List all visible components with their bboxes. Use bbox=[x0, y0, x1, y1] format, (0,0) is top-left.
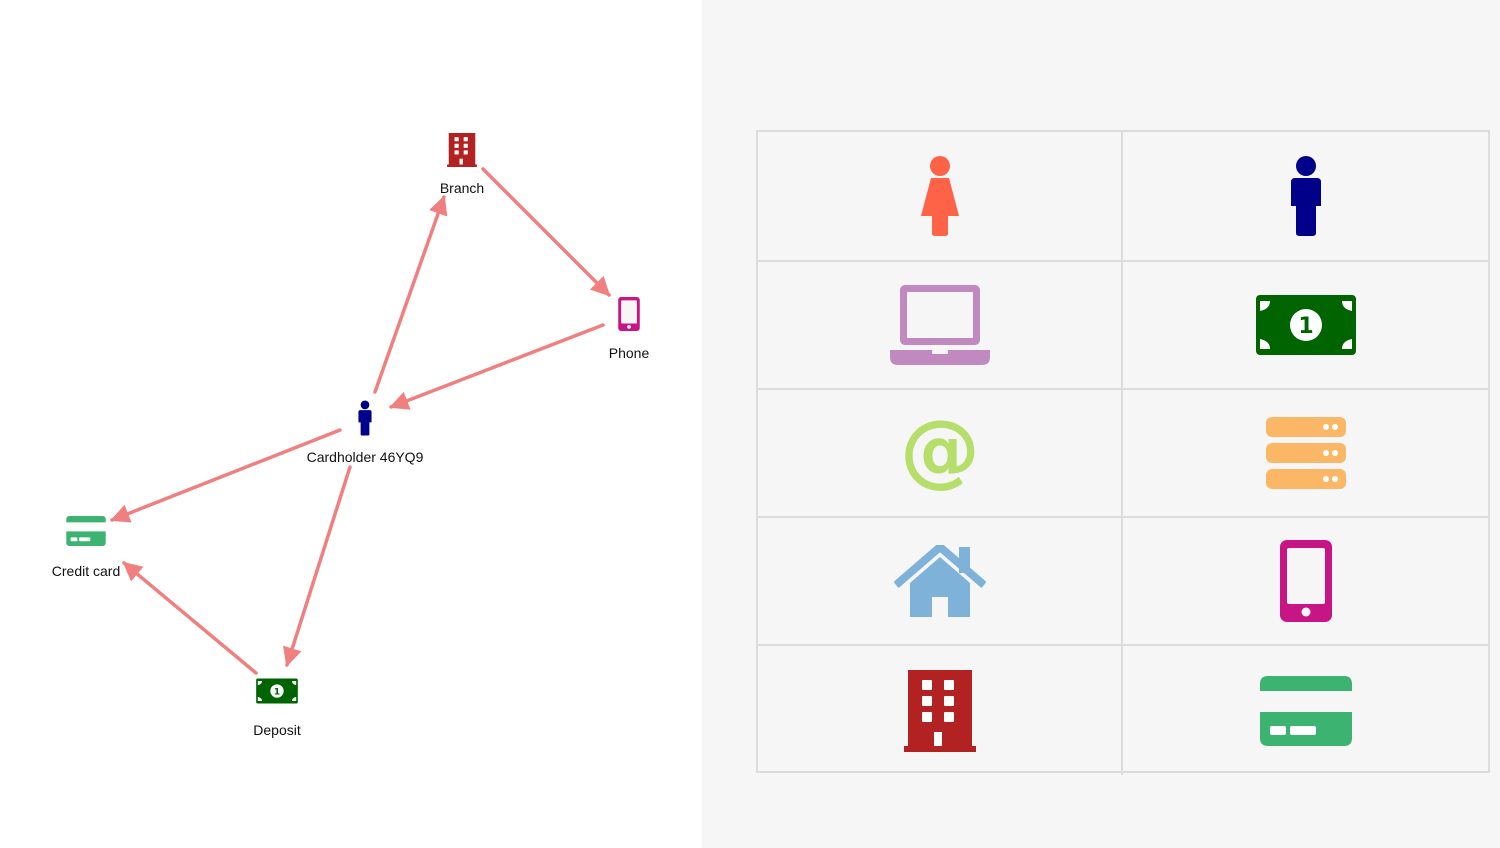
svg-text:@: @ bbox=[900, 413, 980, 493]
edge-layer bbox=[110, 167, 611, 675]
home-icon bbox=[893, 545, 986, 617]
building-icon bbox=[903, 669, 976, 752]
palette-item-at-sign[interactable]: @ bbox=[758, 390, 1123, 518]
node-layer: Branch Phone Cardholder 46YQ9 Credit car… bbox=[52, 133, 650, 739]
laptop-icon bbox=[889, 285, 990, 365]
credit-card-icon bbox=[66, 516, 106, 546]
building-icon bbox=[447, 133, 477, 167]
palette-item-female-person[interactable] bbox=[758, 132, 1123, 262]
palette-item-male-person[interactable] bbox=[1123, 132, 1488, 262]
money-bill-icon: 1 bbox=[1255, 295, 1356, 355]
male-person-icon bbox=[1290, 156, 1322, 236]
node-phone[interactable]: Phone bbox=[609, 297, 650, 361]
node-label-branch: Branch bbox=[440, 180, 484, 196]
palette-item-credit-card[interactable] bbox=[1123, 646, 1488, 775]
at-sign-icon: @ bbox=[900, 413, 980, 493]
palette-item-building[interactable] bbox=[758, 646, 1123, 775]
edge-branch-to-phone[interactable] bbox=[481, 167, 611, 297]
money-bill-icon: 1 bbox=[256, 678, 298, 704]
palette-item-money-bill[interactable]: 1 bbox=[1123, 262, 1488, 390]
edge-deposit-to-credit-card[interactable] bbox=[122, 561, 258, 675]
node-label-credit-card: Credit card bbox=[52, 563, 120, 579]
palette-item-home[interactable] bbox=[758, 518, 1123, 646]
edge-cardholder-to-deposit[interactable] bbox=[283, 465, 352, 667]
server-icon bbox=[1265, 417, 1346, 489]
svg-text:1: 1 bbox=[1298, 314, 1313, 339]
edge-cardholder-to-branch[interactable] bbox=[373, 195, 448, 394]
mobile-phone-icon bbox=[1279, 540, 1332, 622]
node-branch[interactable]: Branch bbox=[440, 133, 484, 196]
mobile-phone-icon bbox=[618, 297, 640, 331]
node-credit-card[interactable]: Credit card bbox=[52, 516, 120, 579]
credit-card-icon bbox=[1259, 675, 1352, 746]
graph-svg[interactable]: Branch Phone Cardholder 46YQ9 Credit car… bbox=[0, 0, 702, 848]
svg-text:1: 1 bbox=[274, 686, 280, 697]
palette-item-laptop[interactable] bbox=[758, 262, 1123, 390]
icon-palette-grid: 1 @ bbox=[756, 130, 1490, 775]
node-label-cardholder: Cardholder 46YQ9 bbox=[307, 449, 424, 465]
female-person-icon bbox=[920, 156, 960, 236]
node-label-deposit: Deposit bbox=[253, 722, 301, 738]
node-cardholder[interactable]: Cardholder 46YQ9 bbox=[307, 400, 424, 466]
edge-cardholder-to-credit-card[interactable] bbox=[110, 428, 342, 523]
graph-canvas[interactable]: Branch Phone Cardholder 46YQ9 Credit car… bbox=[0, 0, 702, 848]
icon-palette-panel: 1 @ bbox=[702, 0, 1500, 848]
palette-item-server[interactable] bbox=[1123, 390, 1488, 518]
node-label-phone: Phone bbox=[609, 345, 650, 361]
palette-item-mobile-phone[interactable] bbox=[1123, 518, 1488, 646]
edge-phone-to-cardholder[interactable] bbox=[389, 323, 605, 410]
male-person-icon bbox=[358, 400, 372, 436]
